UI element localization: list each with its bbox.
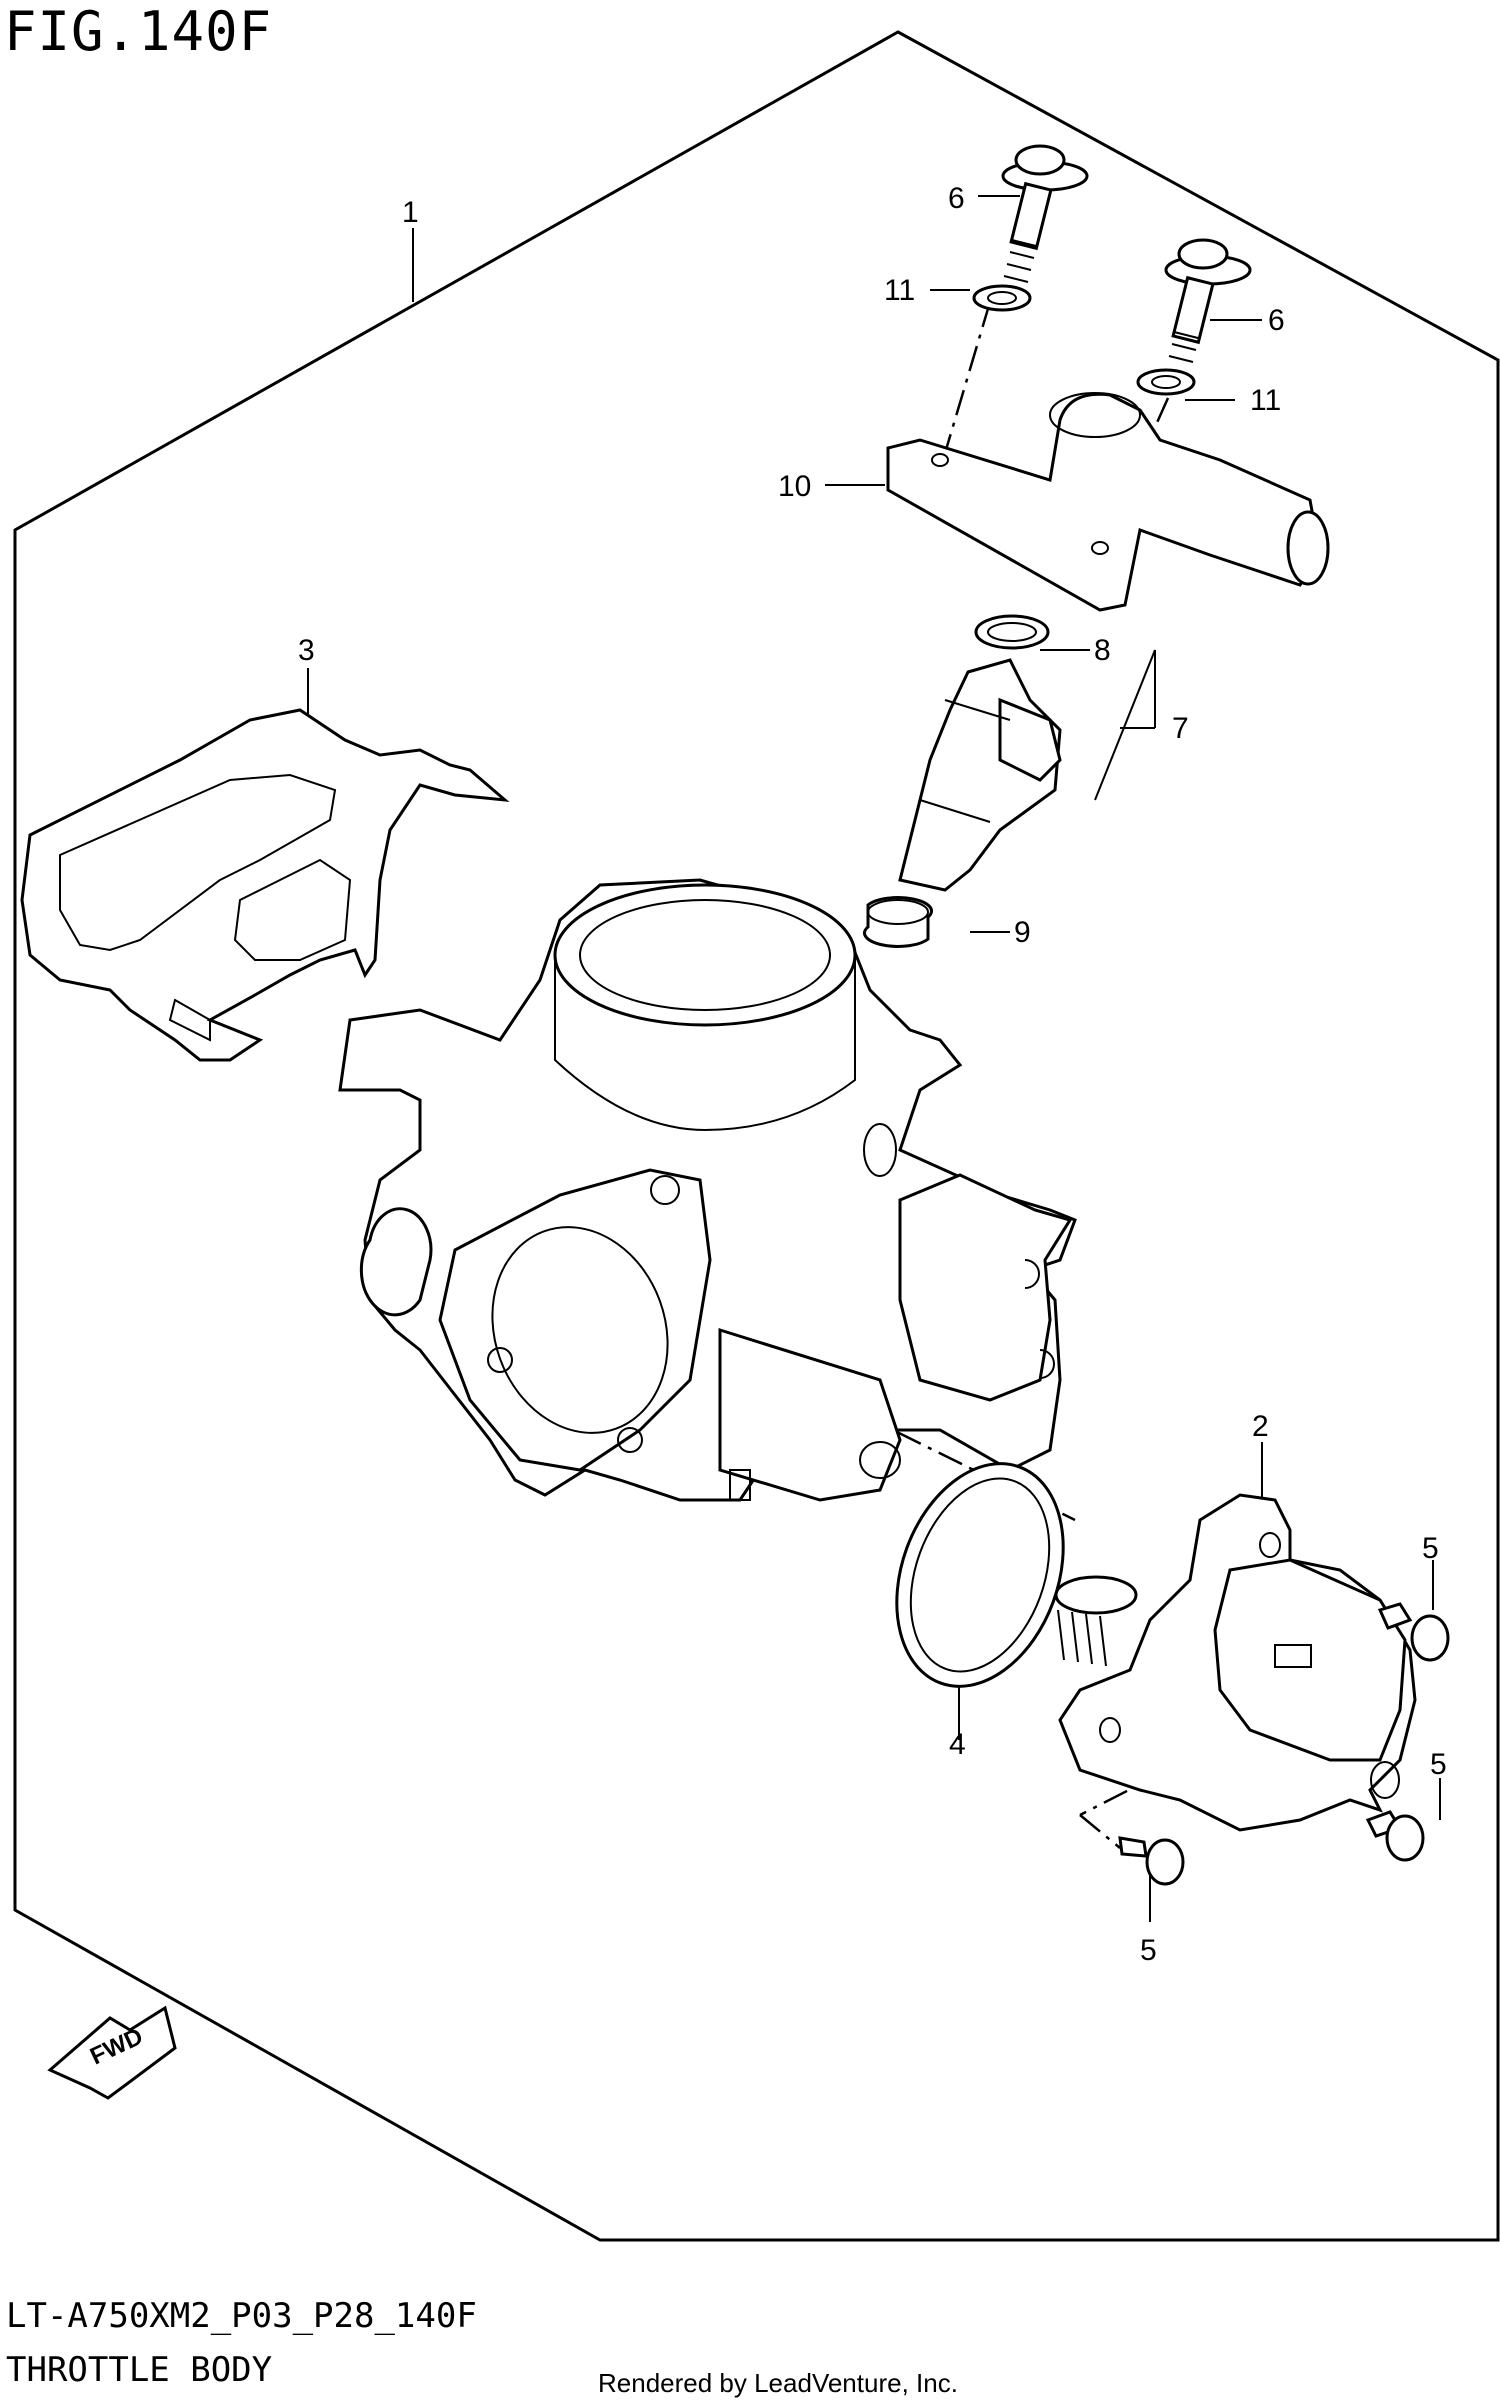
screw-5-lower-left <box>1118 1836 1185 1886</box>
screw-5-lower-right <box>1365 1810 1425 1862</box>
model-code: LT-A750XM2_P03_P28_140F <box>6 2296 477 2336</box>
screw-6-upper <box>1001 144 1089 283</box>
callout-4: 4 <box>949 1728 966 1761</box>
fuel-delivery-pipe-10 <box>886 392 1330 612</box>
callout-9: 9 <box>1014 916 1031 949</box>
throttle-body-1 <box>338 878 1077 1502</box>
screw-5-upper <box>1377 1602 1450 1662</box>
callout-7: 7 <box>1172 712 1189 745</box>
callout-5-right: 5 <box>1430 1748 1447 1781</box>
screw-6-right <box>1164 238 1252 363</box>
callout-10: 10 <box>778 470 811 503</box>
throttle-position-sensor-2 <box>1054 1493 1417 1832</box>
callout-6-upper: 6 <box>948 182 965 215</box>
callout-5-upper: 5 <box>1422 1532 1439 1565</box>
fwd-arrow-icon: FWD <box>47 2005 177 2100</box>
washer-11-right <box>1136 368 1196 396</box>
bracket-3 <box>20 708 510 1062</box>
rendered-by-credit: Rendered by LeadVenture, Inc. <box>598 2368 958 2398</box>
callout-numbers: 1 2 3 4 5 5 5 6 6 7 8 9 10 11 11 <box>298 182 1447 1967</box>
callout-5-bottom: 5 <box>1140 1934 1157 1967</box>
assembly-boundary <box>13 30 1500 2242</box>
washer-11-upper <box>972 284 1032 312</box>
leader-lines <box>307 195 1441 1922</box>
callout-1: 1 <box>402 196 419 229</box>
callout-11-right: 11 <box>1250 384 1281 417</box>
callout-3: 3 <box>298 634 315 667</box>
callout-8: 8 <box>1094 634 1111 667</box>
callout-11-upper: 11 <box>884 274 915 307</box>
callout-6-right: 6 <box>1268 304 1285 337</box>
gasket-4 <box>895 1462 1065 1688</box>
diagram-name: THROTTLE BODY <box>6 2350 273 2390</box>
o-ring-8 <box>974 614 1050 650</box>
seal-9 <box>862 896 934 948</box>
figure-number: FIG.140F <box>4 0 273 63</box>
fuel-injector-7 <box>898 658 1062 892</box>
callout-2: 2 <box>1252 1410 1269 1443</box>
